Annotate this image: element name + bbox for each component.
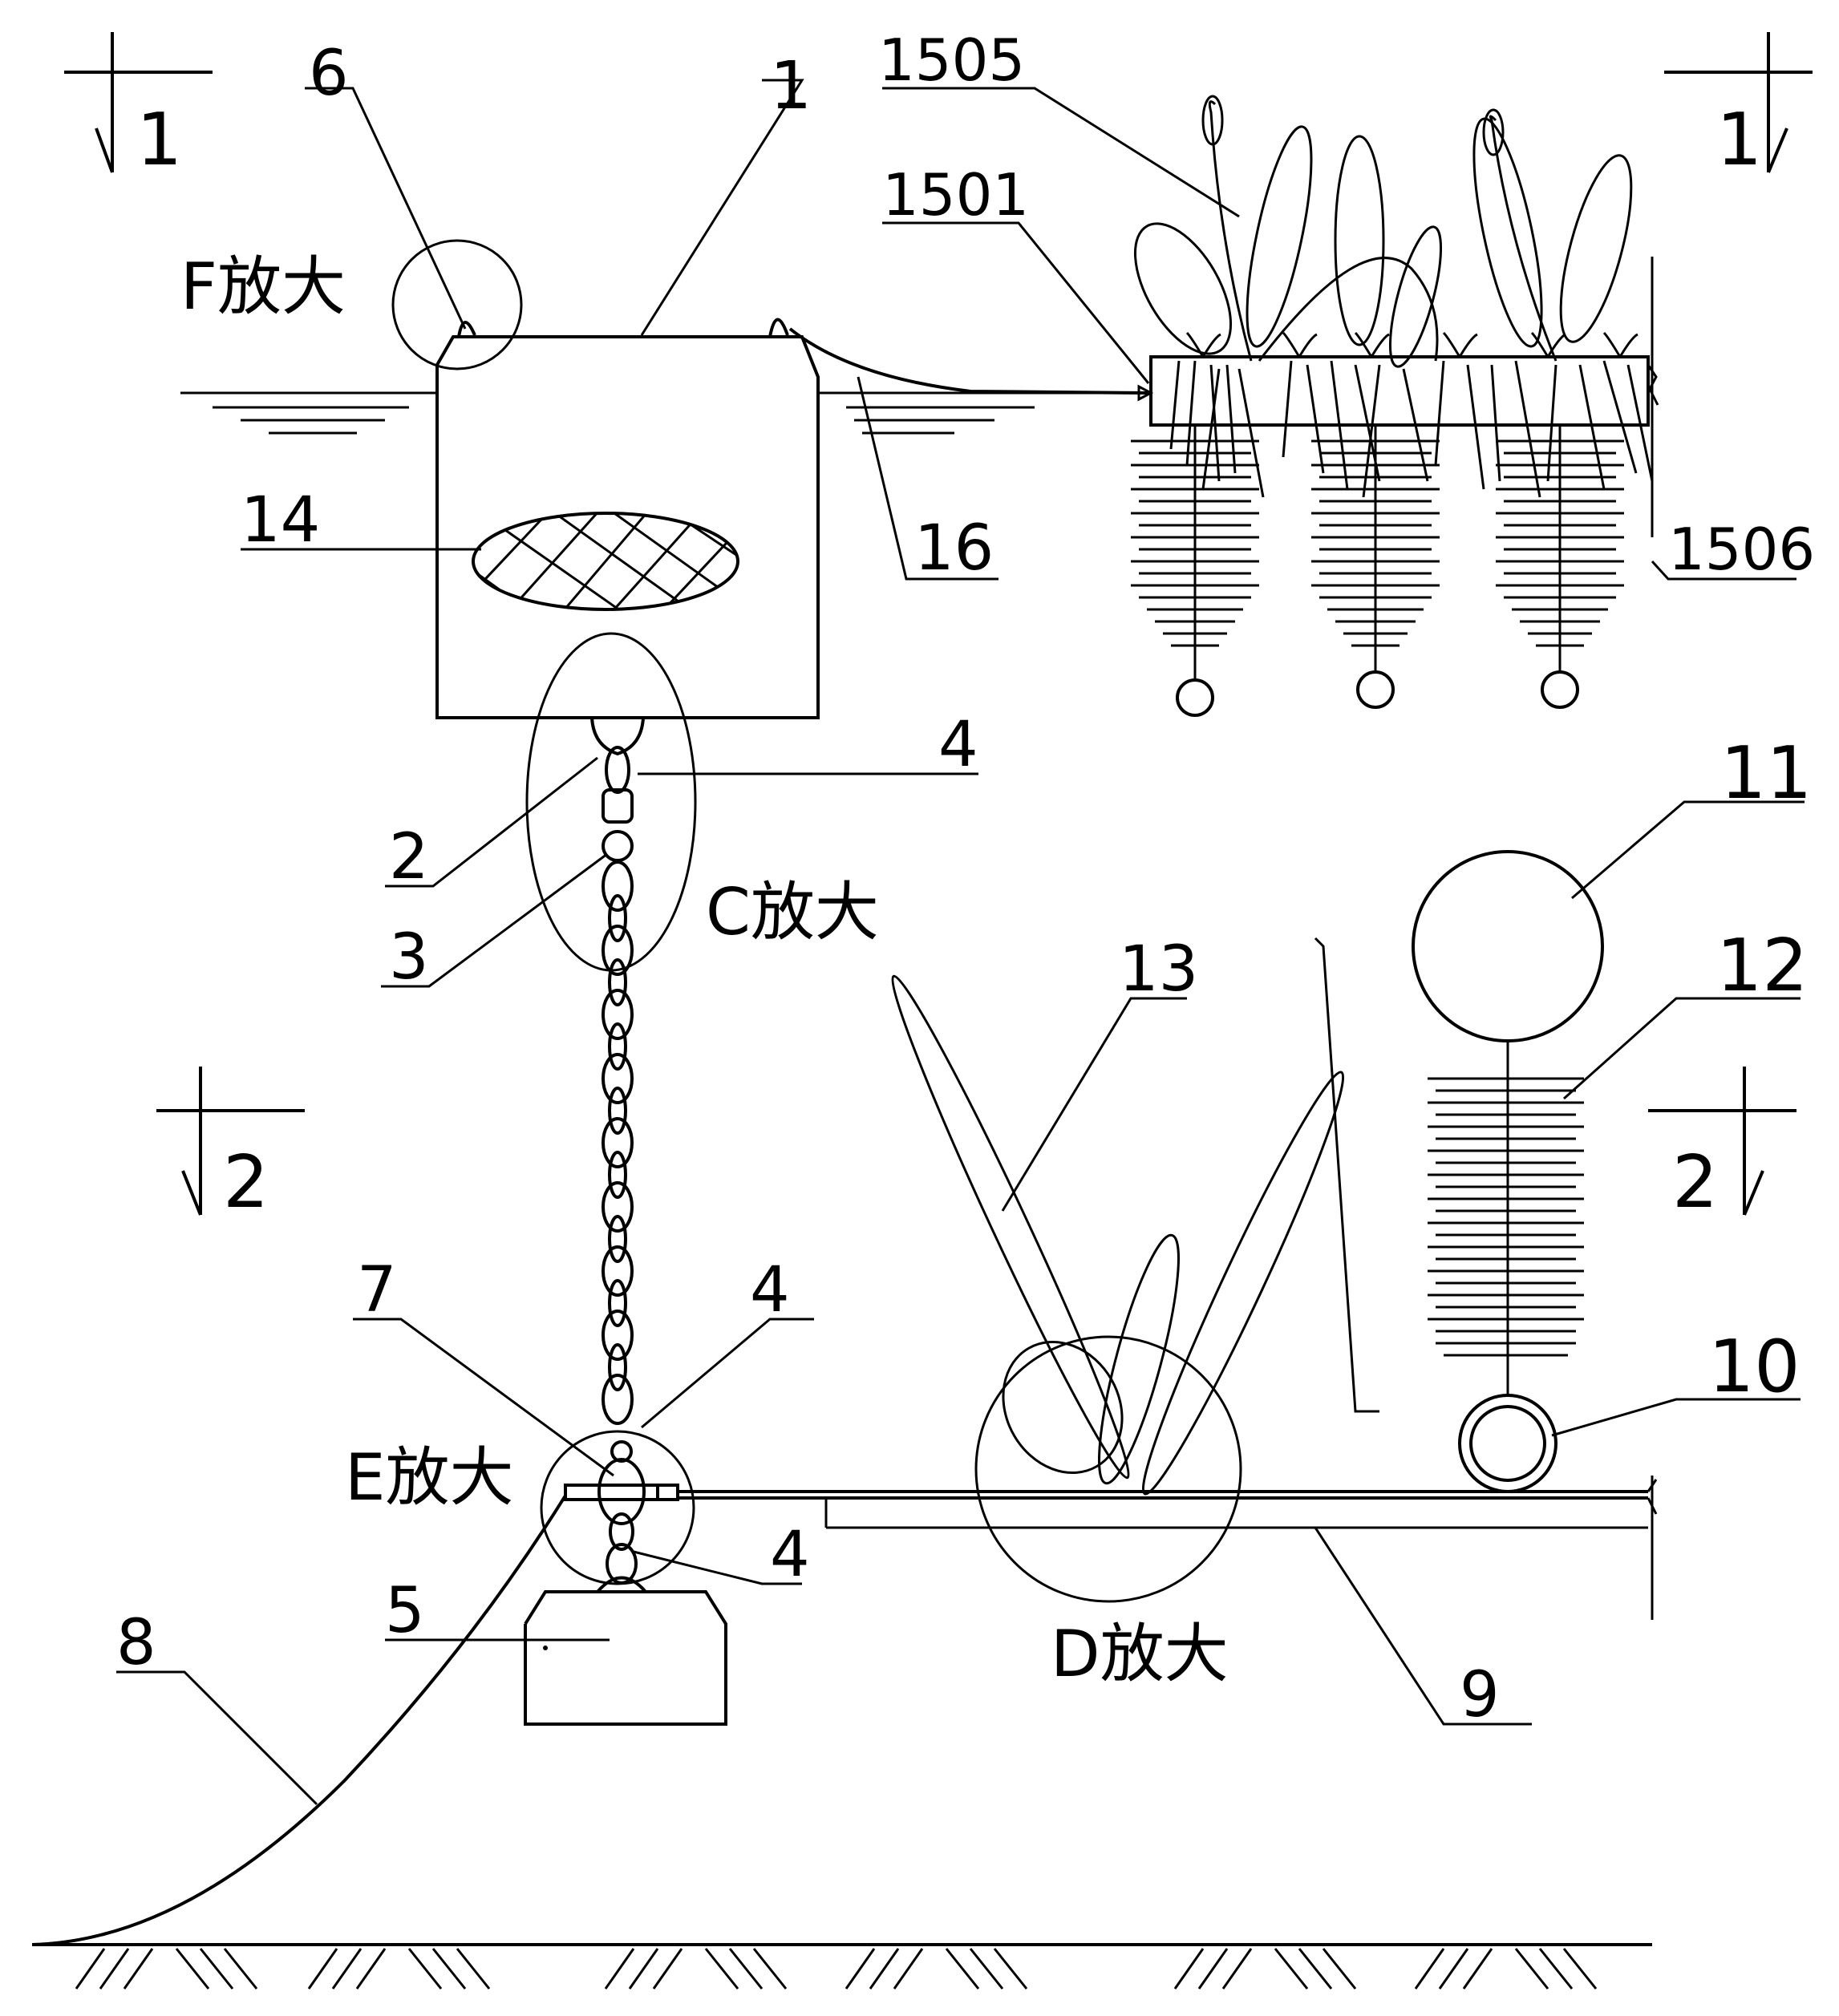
section-2-right-label: 2	[1672, 1140, 1718, 1225]
label-1505: 1505	[878, 26, 1025, 94]
enlargement-labels: F放大 C放大 E放大 D放大	[180, 249, 1229, 1691]
number-labels: 1 6 1505 1501 14 16 1506 4 2 3 11 12 13 …	[116, 26, 1815, 1731]
section-marker-2-left: 2	[156, 1067, 305, 1225]
enlargement-circle-d	[974, 1335, 1242, 1603]
label-14: 14	[241, 484, 320, 557]
anchor-chain	[525, 632, 697, 1425]
mooring-joint	[540, 1430, 695, 1593]
label-4-mid: 4	[750, 1254, 790, 1326]
section-2-left-label: 2	[223, 1140, 269, 1225]
section-marker-2-right: 2	[1648, 1067, 1796, 1225]
label-f-enlarge: F放大	[180, 249, 346, 324]
label-4-top: 4	[938, 709, 978, 781]
enlargement-circle-e	[540, 1430, 695, 1585]
section-marker-1-right: 1	[1664, 32, 1813, 182]
water-surface	[180, 391, 1151, 435]
label-7: 7	[357, 1254, 397, 1326]
net-ellipse	[472, 512, 739, 611]
buoy-assembly	[1412, 850, 1604, 1493]
counterweight	[524, 1590, 727, 1726]
label-12: 12	[1716, 924, 1809, 1008]
seabed	[32, 1943, 1652, 1990]
section-1-right-label: 1	[1716, 98, 1762, 182]
label-1506: 1506	[1668, 516, 1815, 583]
tether-rope	[788, 327, 1148, 395]
leader-lines	[116, 79, 1805, 1806]
label-1501: 1501	[882, 161, 1029, 229]
label-10: 10	[1708, 1325, 1801, 1409]
label-13: 13	[1119, 933, 1198, 1006]
section-marker-1-left: 1	[64, 32, 213, 182]
label-5: 5	[385, 1575, 425, 1647]
enlargement-circle-f	[391, 239, 523, 370]
label-8: 8	[116, 1607, 156, 1679]
submerged-plants	[1131, 425, 1626, 717]
label-e-enlarge: E放大	[345, 1440, 514, 1515]
label-2: 2	[389, 821, 429, 893]
label-3: 3	[389, 921, 429, 994]
emergent-plants	[1133, 95, 1633, 368]
planting-raft	[1131, 95, 1659, 717]
label-d-enlarge: D放大	[1051, 1617, 1229, 1691]
section-1-left-label: 1	[136, 98, 182, 182]
label-1: 1	[770, 48, 812, 124]
bottom-plant	[891, 974, 1345, 1603]
label-6: 6	[309, 38, 349, 110]
label-c-enlarge: C放大	[706, 875, 879, 949]
bottom-base-line	[678, 1476, 1658, 1620]
anchor-rope	[31, 1494, 567, 1946]
enlargement-circle-c	[525, 632, 697, 972]
label-11: 11	[1720, 731, 1813, 816]
label-4-low: 4	[770, 1519, 810, 1591]
label-16: 16	[914, 512, 994, 585]
label-9: 9	[1460, 1659, 1500, 1731]
